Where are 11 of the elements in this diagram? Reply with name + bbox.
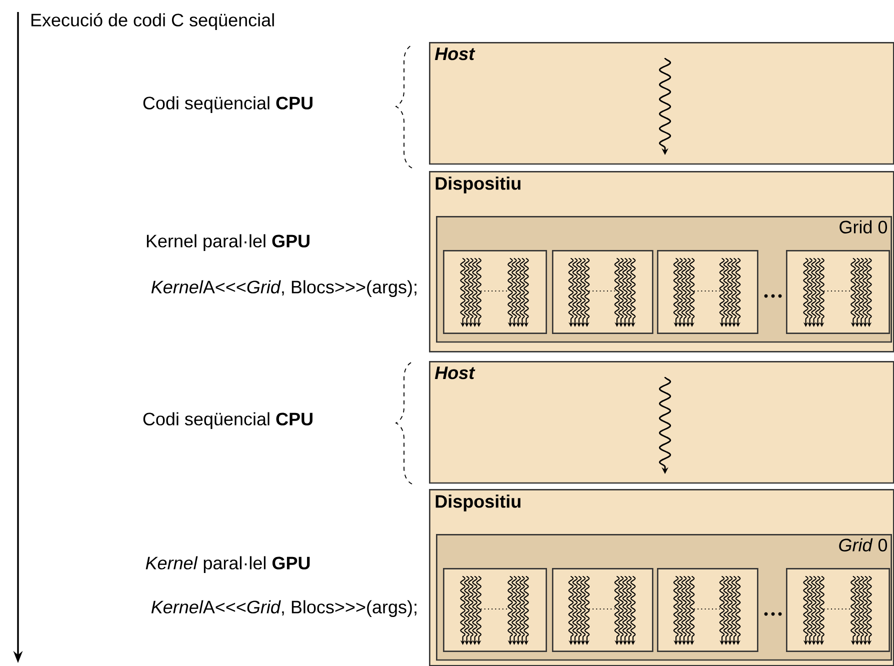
annotation-text: Kernel paral·lel GPU (146, 556, 310, 573)
annotation-text: Codi seqüencial CPU (143, 412, 312, 429)
annotation-text: Codi seqüencial CPU (143, 96, 312, 113)
code-keyword: Kernel (151, 280, 204, 294)
annotation-text: Kernel paral·lel GPU (146, 234, 310, 251)
host-box: Host (429, 42, 894, 165)
axis-label: Execució de codi C seqüencial (32, 13, 274, 30)
code-line: A<<<Grid, Blocs>>>(args); (202, 600, 416, 617)
code-keyword: Kernel (151, 600, 204, 614)
code-line: A<<<Grid, Blocs>>>(args); (202, 280, 416, 297)
host-box: Host (429, 361, 894, 484)
